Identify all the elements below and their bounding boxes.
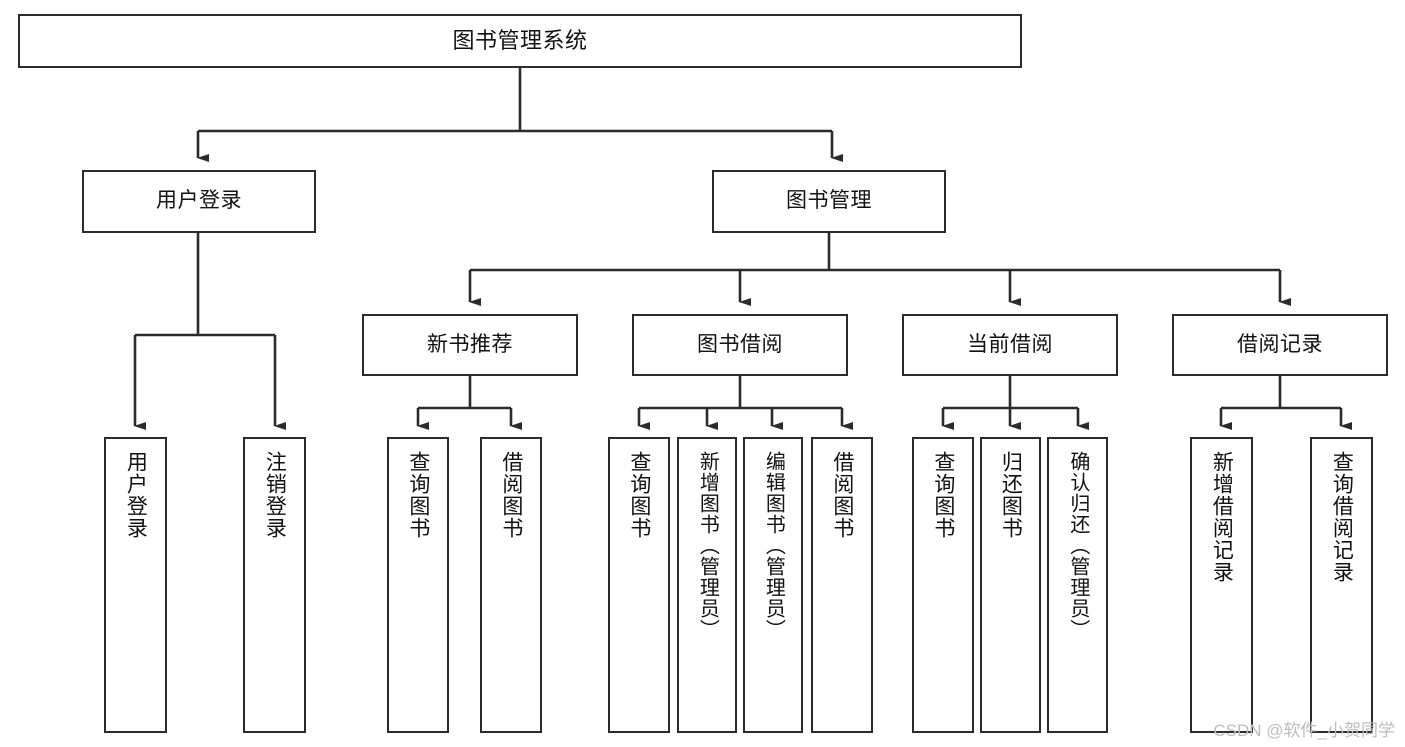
leaf-query-record[interactable]: 查询借阅记录 xyxy=(1310,437,1373,733)
leaf-logout-label: 注销登录 xyxy=(263,451,287,539)
leaf-user-login-label: 用户登录 xyxy=(124,451,148,539)
leaf-confirm-return-label: 确认归还（管理员） xyxy=(1066,451,1089,640)
leaf-add-record-label: 新增借阅记录 xyxy=(1210,451,1234,583)
leaf-return-book[interactable]: 归还图书 xyxy=(980,437,1041,733)
node-new-book-recommend-label: 新书推荐 xyxy=(427,332,513,356)
leaf-add-book[interactable]: 新增图书（管理员） xyxy=(677,437,737,733)
leaf-borrow-book-1[interactable]: 借阅图书 xyxy=(480,437,542,733)
leaf-query-book-3-label: 查询图书 xyxy=(931,451,955,539)
node-book-borrow-label: 图书借阅 xyxy=(697,332,783,356)
leaf-borrow-book-2[interactable]: 借阅图书 xyxy=(811,437,873,733)
node-current-borrow[interactable]: 当前借阅 xyxy=(902,314,1118,376)
node-book-manage-label: 图书管理 xyxy=(786,189,872,213)
leaf-add-record[interactable]: 新增借阅记录 xyxy=(1190,437,1253,733)
leaf-query-book-1[interactable]: 查询图书 xyxy=(387,437,449,733)
node-user-login[interactable]: 用户登录 xyxy=(82,170,316,233)
leaf-query-book-3[interactable]: 查询图书 xyxy=(912,437,974,733)
leaf-query-record-label: 查询借阅记录 xyxy=(1330,451,1354,583)
leaf-query-book-1-label: 查询图书 xyxy=(406,451,430,539)
node-book-borrow[interactable]: 图书借阅 xyxy=(632,314,848,376)
node-root-label: 图书管理系统 xyxy=(452,28,588,54)
node-borrow-record-label: 借阅记录 xyxy=(1237,332,1323,356)
node-new-book-recommend[interactable]: 新书推荐 xyxy=(362,314,578,376)
leaf-add-book-label: 新增图书（管理员） xyxy=(696,451,719,640)
node-borrow-record[interactable]: 借阅记录 xyxy=(1172,314,1388,376)
leaf-return-book-label: 归还图书 xyxy=(999,451,1023,539)
node-book-manage[interactable]: 图书管理 xyxy=(712,170,946,233)
leaf-user-login[interactable]: 用户登录 xyxy=(104,437,167,733)
leaf-query-book-2[interactable]: 查询图书 xyxy=(608,437,670,733)
node-root[interactable]: 图书管理系统 xyxy=(18,14,1022,68)
leaf-query-book-2-label: 查询图书 xyxy=(627,451,651,539)
leaf-logout[interactable]: 注销登录 xyxy=(243,437,306,733)
leaf-borrow-book-1-label: 借阅图书 xyxy=(499,451,523,539)
leaf-confirm-return[interactable]: 确认归还（管理员） xyxy=(1047,437,1108,733)
leaf-edit-book[interactable]: 编辑图书（管理员） xyxy=(743,437,803,733)
leaf-borrow-book-2-label: 借阅图书 xyxy=(830,451,854,539)
leaf-edit-book-label: 编辑图书（管理员） xyxy=(762,451,785,640)
node-user-login-label: 用户登录 xyxy=(156,189,242,213)
watermark: CSDN @软件_小贺同学 xyxy=(1213,721,1395,740)
node-current-borrow-label: 当前借阅 xyxy=(967,332,1053,356)
